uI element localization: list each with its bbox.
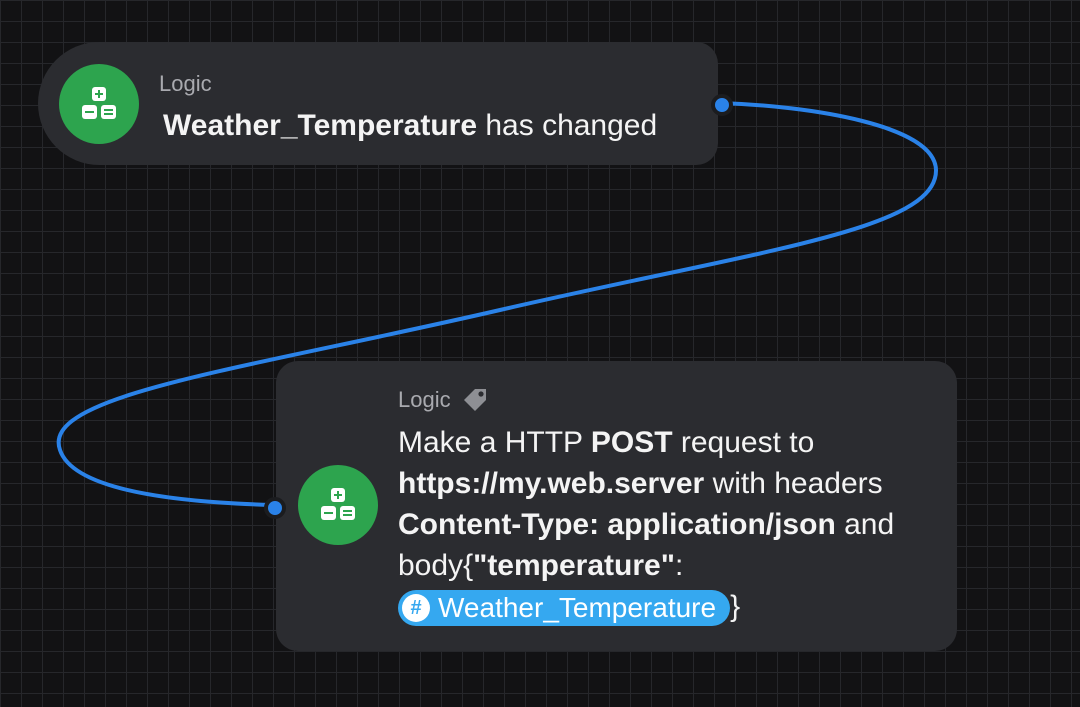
- tag-icon[interactable]: [461, 386, 489, 414]
- http-method: POST: [590, 426, 673, 459]
- body-key: "temperature": [473, 549, 675, 582]
- action-text-to: request to: [680, 426, 815, 459]
- node-type-label: Logic: [159, 71, 212, 97]
- variable-chip-label: Weather_Temperature: [438, 592, 717, 624]
- plus-minus-equals-icon: [321, 488, 355, 520]
- plus-minus-equals-icon: [82, 87, 116, 119]
- variable-chip[interactable]: # Weather_Temperature: [398, 590, 731, 627]
- action-node-card[interactable]: Logic Make a HTTP POST request to https:…: [276, 361, 957, 651]
- body-text: body: [398, 549, 464, 582]
- headers-text: with headers: [712, 467, 883, 500]
- body-colon: :: [674, 549, 684, 582]
- hash-icon: #: [402, 594, 430, 623]
- action-description: Make a HTTP POST request to https://my.w…: [398, 422, 928, 627]
- output-port[interactable]: [711, 94, 733, 116]
- body-close-brace: }: [730, 590, 741, 623]
- request-url: https://my.web.server: [398, 467, 705, 500]
- trigger-condition-text: has changed: [485, 109, 658, 142]
- logic-node-icon: [59, 64, 139, 144]
- node-type-text: Logic: [159, 71, 212, 96]
- input-port[interactable]: [264, 497, 286, 519]
- and-text: and: [844, 508, 895, 541]
- node-type-text: Logic: [398, 387, 451, 412]
- trigger-description: Weather_Temperature has changed: [163, 105, 657, 146]
- logic-node-icon: [298, 465, 378, 545]
- trigger-node-card[interactable]: Logic Weather_Temperature has changed: [38, 42, 718, 165]
- header-value: Content-Type: application/json: [398, 508, 836, 541]
- action-text-prefix: Make a HTTP: [398, 426, 583, 459]
- body-open-brace: {: [463, 549, 474, 582]
- trigger-variable: Weather_Temperature: [163, 109, 478, 142]
- node-type-label: Logic: [398, 386, 489, 414]
